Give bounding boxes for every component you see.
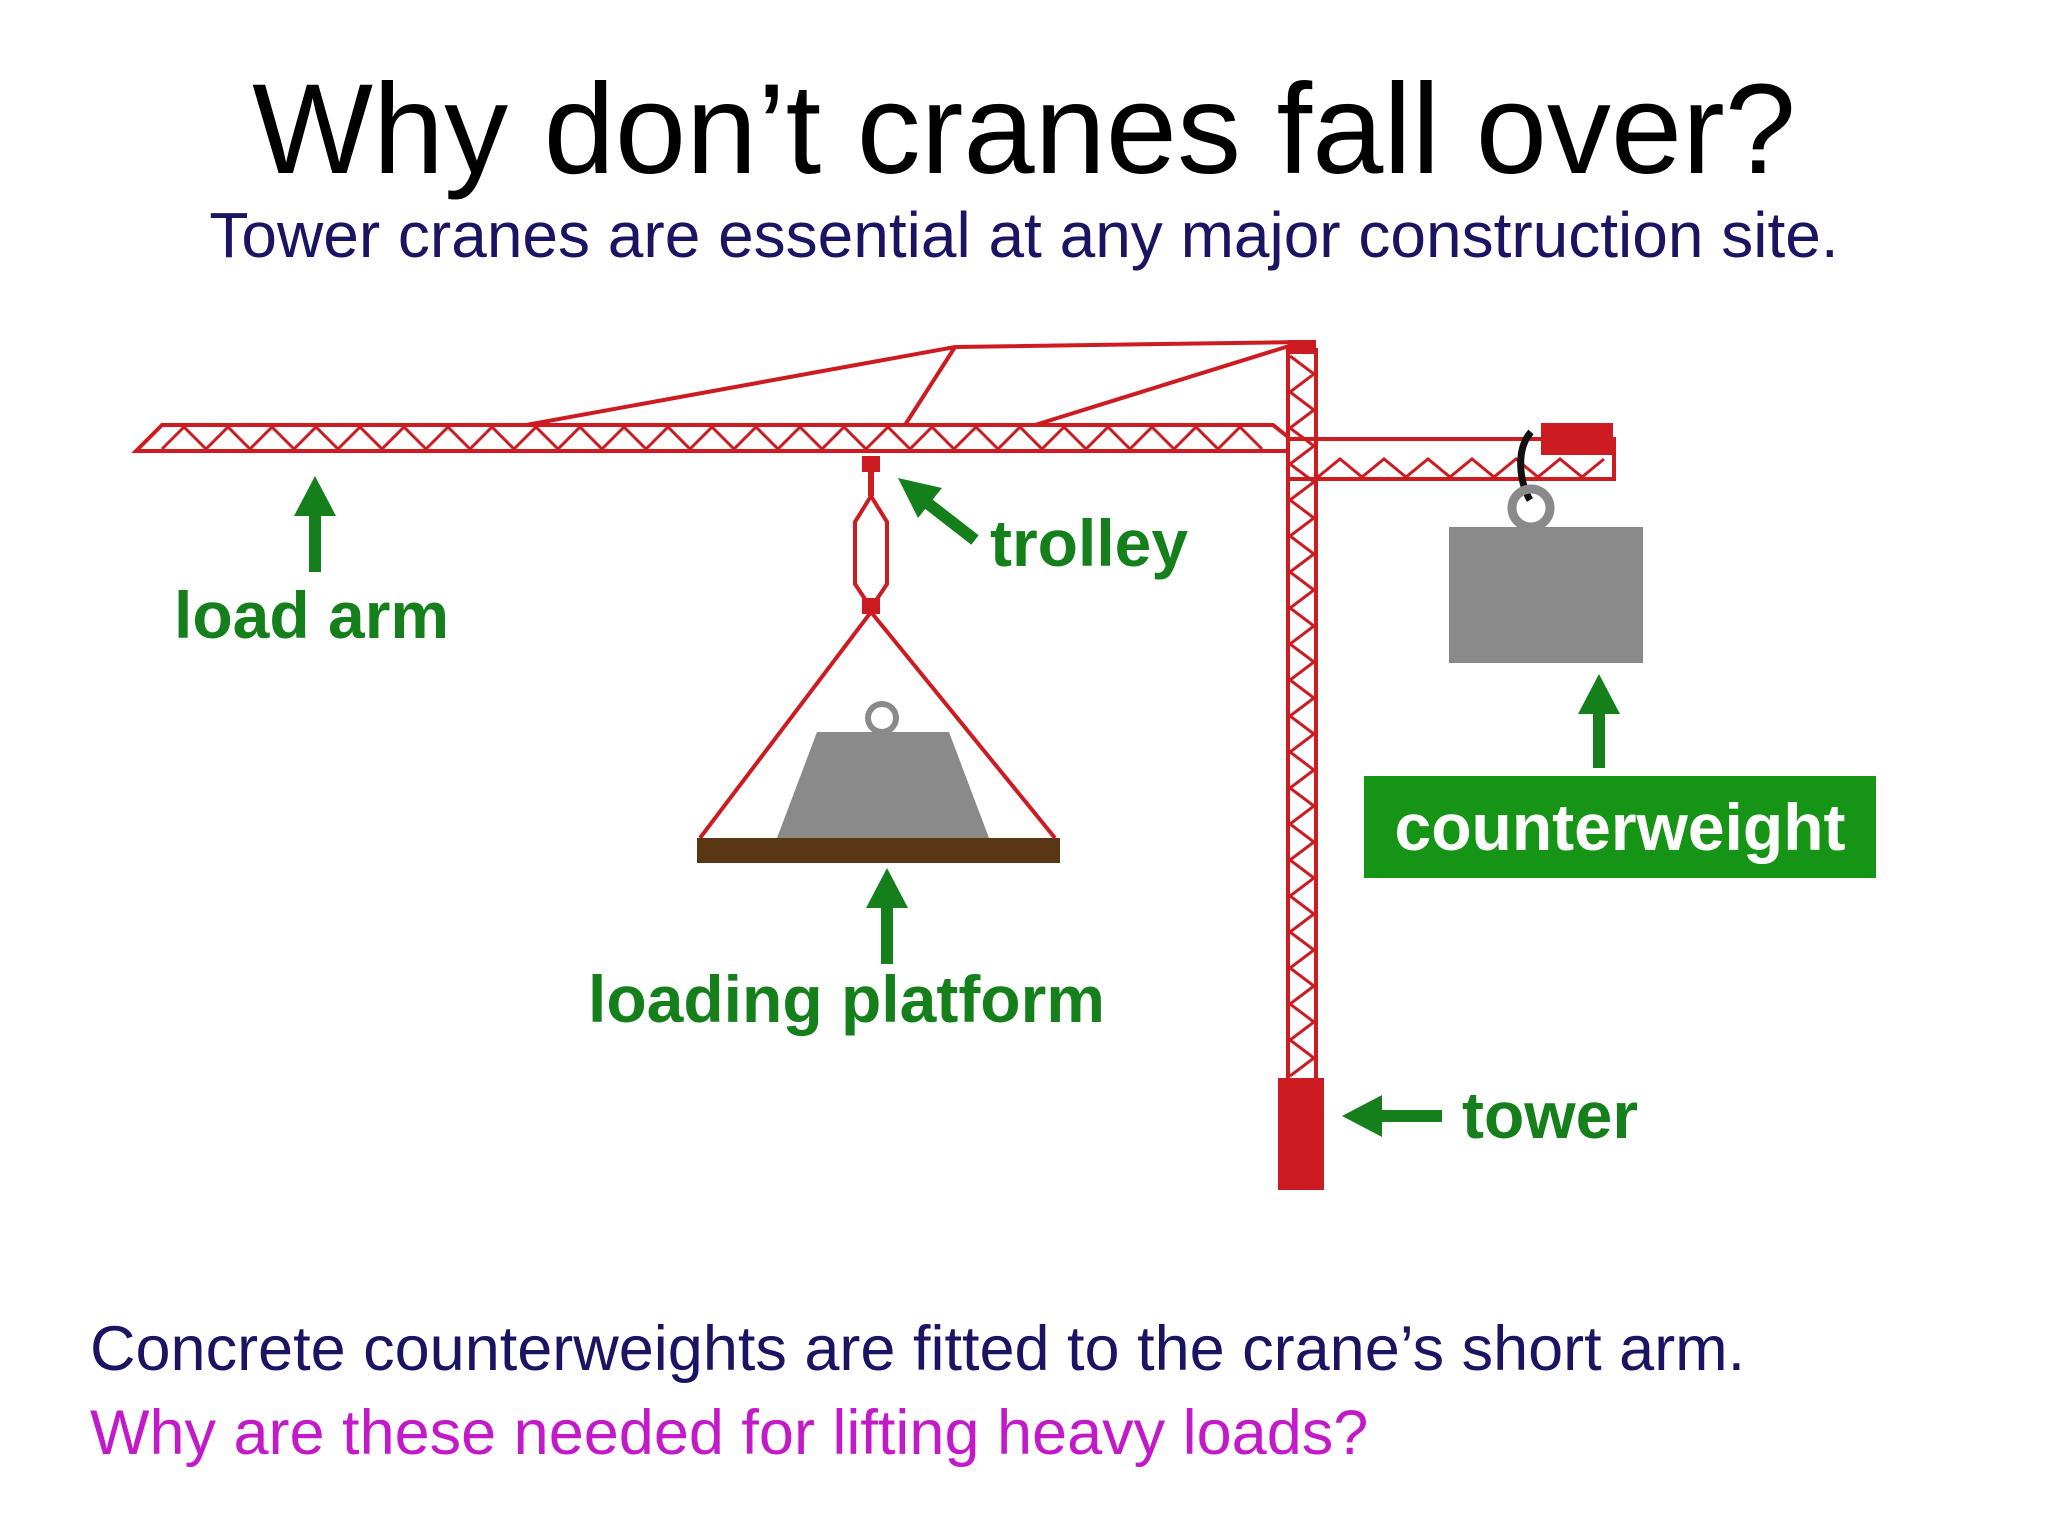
- load-weight: [777, 701, 989, 838]
- label-load-arm: load arm: [174, 578, 450, 652]
- crane-jib: [131, 423, 1290, 453]
- arrow-up-loading-platform: [866, 868, 908, 964]
- arrow-trolley: [898, 478, 979, 545]
- arrow-left-tower: [1342, 1095, 1442, 1137]
- arrows: [294, 476, 1620, 1137]
- crane-counter-jib: [1286, 423, 1616, 481]
- crane-tower: [1278, 340, 1324, 1190]
- counter-jib-block: [1541, 423, 1613, 455]
- footer-statement: Concrete counterweights are fitted to th…: [90, 1314, 1746, 1384]
- label-counterweight: counterweight: [1364, 776, 1876, 878]
- footer-question: Why are these needed for lifting heavy l…: [90, 1398, 1369, 1468]
- arrow-up-counterweight: [1578, 674, 1620, 768]
- arrow-up-load-arm: [294, 476, 336, 572]
- label-tower: tower: [1462, 1078, 1639, 1152]
- counterweight-shape: [1449, 429, 1643, 663]
- page-title: Why don’t cranes fall over?: [252, 58, 1796, 201]
- label-trolley: trolley: [990, 506, 1189, 580]
- crane-ties: [525, 340, 1303, 427]
- loading-platform-shape: [697, 838, 1060, 863]
- tower-base: [1278, 1078, 1324, 1190]
- trolley-block: [862, 456, 880, 472]
- label-loading-platform: loading platform: [588, 962, 1105, 1036]
- trolley-assembly: [698, 456, 1057, 840]
- page-subtitle: Tower cranes are essential at any major …: [209, 199, 1839, 271]
